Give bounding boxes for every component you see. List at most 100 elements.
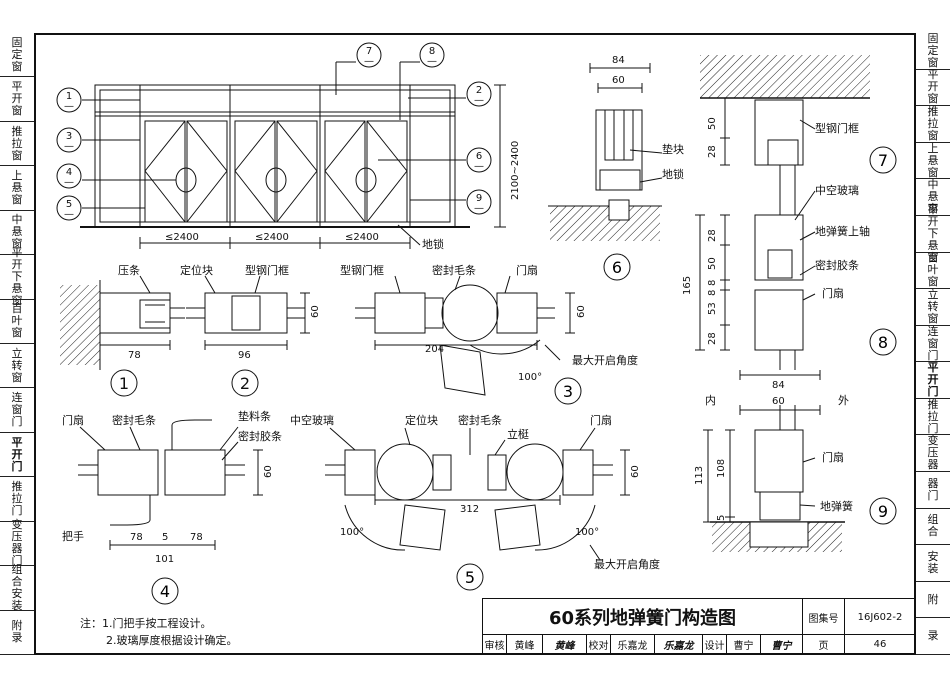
category-tab-label: 立转窗 [11,346,23,384]
s6-dim-60: 60 [612,75,625,86]
s2-dim-width: 96 [238,350,251,361]
note-1: 注：1.门把手按工程设计。 [80,617,212,630]
category-tab[interactable]: 变压器 [916,435,950,473]
category-tab[interactable]: 变压器门 [0,519,34,567]
s7-dim-28: 28 [707,145,718,158]
category-tab[interactable]: 平开下悬窗 [916,203,950,263]
category-tab-label: 平开窗 [11,80,23,118]
s3-seal-brush: 密封毛条 [432,263,476,277]
callout-7 [356,42,382,68]
callout-1 [56,87,82,113]
callout-sub: — [64,141,74,152]
drawing-frame [34,33,916,655]
category-tab[interactable]: 附录 [0,611,34,655]
category-tab[interactable]: 推拉门 [916,397,950,436]
s1-press-strip: 压条 [118,263,140,277]
category-tab[interactable]: 连窗门 [916,325,950,363]
category-tab[interactable]: 平开窗 [916,69,950,107]
s8-dim-28a: 28 [707,229,718,242]
section-8-marker [869,328,897,356]
category-tab[interactable]: 推拉门 [0,477,34,522]
section-9-number: 9 [878,502,888,521]
category-tab-label: 立转窗 [927,287,939,325]
category-tab[interactable]: 百叶窗 [916,251,950,290]
category-tab[interactable]: 平开门 [916,362,950,399]
category-tab[interactable]: 固定窗 [916,32,950,70]
callout-3 [56,127,82,153]
atlas-label: 图集号 [803,599,845,635]
category-tab[interactable]: 录 [916,618,950,655]
section-1-drawing [60,275,185,370]
right-category-tabs: 固定窗平开窗推拉窗上悬窗中悬窗平开下悬窗百叶窗立转窗连窗门平开门推拉门变压器器门… [916,32,950,655]
category-tab[interactable]: 上悬窗 [916,141,950,180]
category-tab-label: 上悬窗 [11,168,23,206]
s5-angle-right: 100° [575,527,599,538]
category-tab[interactable]: 器门 [916,472,950,509]
designer-signature: 曹宁 [761,635,803,654]
category-tab[interactable]: 平开窗 [0,77,34,122]
s8-dim-8b: 8 [707,290,718,296]
category-tab[interactable]: 安装 [916,545,950,582]
category-tab[interactable]: 推拉窗 [916,105,950,143]
category-tab-label: 推拉门 [927,397,939,435]
category-tab[interactable]: 固定窗 [0,33,34,78]
s4-dim-3: 78 [190,532,203,543]
s8-dim-84: 84 [772,380,785,391]
s7-dim-50: 50 [707,117,718,130]
category-tab[interactable]: 立转窗 [0,344,34,389]
s4-pad-strip: 垫料条 [238,409,271,423]
category-tab[interactable]: 中悬窗 [0,211,34,256]
width-dim-2: ≤2400 [255,232,289,243]
category-tab[interactable]: 附 [916,582,950,619]
callout-7-num: 7 [366,46,372,57]
category-tab-label: 平开下悬窗 [927,202,939,264]
s1-dim-width: 78 [128,350,141,361]
callout-8-num: 8 [429,46,435,57]
category-tab[interactable]: 连窗门 [0,388,34,433]
callout-9-num: 9 [476,193,482,204]
design-label: 设计 [703,635,727,654]
category-tab-label: 百叶窗 [927,251,939,289]
door-elevation [80,61,506,249]
callout-1-num: 1 [66,91,72,102]
checker-name: 乐嘉龙 [611,635,655,654]
drawing-title: 60系列地弹簧门构造图 [483,599,803,635]
callout-sub: — [474,203,484,214]
s8-top-pivot: 地弹簧上轴 [815,224,870,238]
s3-frame: 型钢门框 [340,263,384,277]
category-tab-label: 附录 [11,619,23,645]
s9-floor-spring: 地弹簧 [820,499,853,513]
category-tab[interactable]: 组合安装 [0,563,34,611]
callout-sub: — [64,209,74,220]
s2-locator: 定位块 [180,263,213,277]
category-tab-label: 连窗门 [11,391,23,429]
category-tab[interactable]: 平开下悬窗 [0,246,34,306]
title-block-bottom-row: 审核 黄峰 黄峰 校对 乐嘉龙 乐嘉龙 设计 曹宁 曹宁 页 46 [482,634,914,654]
s9-dim-60: 60 [772,396,785,407]
category-tab-label: 器门 [927,476,939,502]
section-6-marker [603,253,631,281]
s4-dim-2: 5 [162,532,168,543]
category-tab[interactable]: 平开门 [0,433,34,478]
category-tab-label: 组合 [927,513,939,539]
s4-dim-height: 60 [263,465,274,478]
category-tab[interactable]: 推拉窗 [0,122,34,167]
s5-seal-brush: 密封毛条 [458,413,502,427]
category-tab[interactable]: 百叶窗 [0,300,34,344]
callout-6-num: 6 [476,151,482,162]
reviewer-name: 黄峰 [507,635,543,654]
callout-sub: — [427,56,437,67]
s5-dim-height: 60 [630,465,641,478]
category-tab[interactable]: 组合 [916,509,950,546]
category-tab[interactable]: 立转窗 [916,287,950,326]
category-tab[interactable]: 上悬窗 [0,166,34,211]
category-tab-label: 录 [927,629,939,643]
category-tab-label: 上悬窗 [927,141,939,179]
category-tab-label: 固定窗 [11,35,23,73]
s9-leaf: 门扇 [822,450,844,464]
callout-sub: — [474,95,484,106]
callout-2-num: 2 [476,85,482,96]
category-tab[interactable]: 中悬窗 [916,179,950,216]
checker-signature: 乐嘉龙 [655,635,703,654]
height-dim: 2100~2400 [510,141,521,200]
